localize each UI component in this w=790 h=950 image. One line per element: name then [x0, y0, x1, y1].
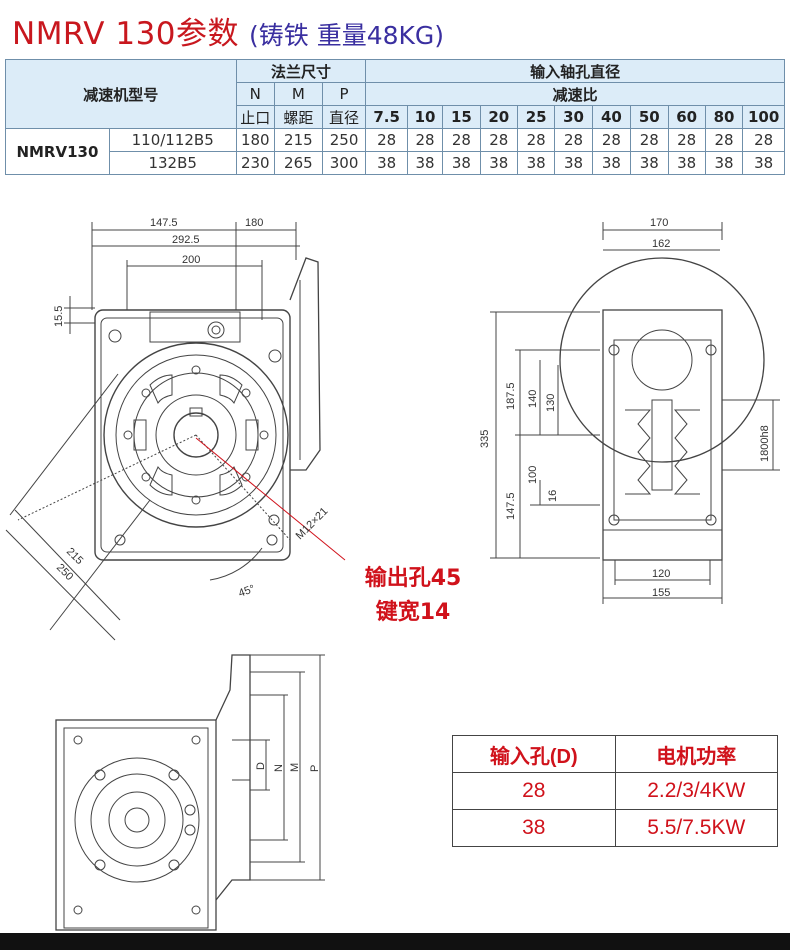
power-table: 输入孔(D) 电机功率 28 2.2/3/4KW 38 5.5/7.5KW [452, 735, 778, 847]
p-sub: 直径 [321, 105, 367, 129]
dim-162: 162 [652, 238, 670, 250]
bore-value: 28 [516, 128, 556, 152]
bore-value: 28 [365, 128, 408, 152]
m-value: 215 [273, 128, 323, 152]
dim-292-5: 292.5 [172, 234, 200, 246]
table-row: 38 5.5/7.5KW [452, 809, 778, 847]
table-row: 132B5 230 265 300 38 38 38 38 38 38 38 3… [6, 151, 785, 175]
title-sub: (铸铁 重量48KG) [249, 21, 445, 50]
n-sub: 止口 [235, 105, 275, 129]
dim-thread: M12×21 [294, 505, 331, 542]
m-label: M [273, 82, 323, 106]
dim-shaft: 1800h8 [759, 425, 771, 462]
page-title: NMRV 130参数 (铸铁 重量48KG) [12, 8, 444, 52]
dim-200: 200 [182, 254, 200, 266]
table-row: NMRV130 110/112B5 180 215 250 28 28 28 2… [5, 128, 785, 175]
bore-value: 38 [442, 151, 481, 175]
output-bore-callout: 输出孔45 键宽14 [338, 562, 488, 630]
bore-value: 28 [667, 128, 706, 152]
power-cell: 38 [452, 809, 616, 847]
ratio-cell: 25 [516, 105, 556, 129]
dim-170: 170 [650, 217, 668, 229]
dim-335: 335 [479, 430, 491, 448]
spec-table: 减速机型号 法兰尺寸 输入轴孔直径 N M P 减速比 止口 螺距 直径 7.5… [5, 59, 785, 175]
dim-120: 120 [652, 568, 670, 580]
bore-value: 38 [742, 151, 785, 175]
callout-line-2: 键宽14 [375, 600, 451, 625]
table-row: 28 2.2/3/4KW [452, 772, 778, 810]
bore-value: 38 [554, 151, 593, 175]
ratio-cell: 80 [704, 105, 744, 129]
dim-147-5-side: 147.5 [505, 492, 517, 520]
flange-size: 110/112B5 [108, 128, 237, 152]
ratio-cell: 10 [406, 105, 444, 129]
table-row: 输入孔(D) 电机功率 [452, 735, 778, 773]
front-view [5, 222, 346, 641]
bore-value: 28 [742, 128, 785, 152]
p-value: 300 [321, 151, 367, 175]
input-header: 输入轴孔直径 [365, 59, 785, 83]
power-cell: 5.5/7.5KW [614, 809, 778, 847]
dim-16: 16 [547, 490, 559, 502]
bore-value: 38 [516, 151, 556, 175]
bore-value: 38 [479, 151, 518, 175]
power-header-input: 输入孔(D) [452, 735, 616, 773]
bore-value: 28 [442, 128, 481, 152]
bore-value: 28 [479, 128, 518, 152]
dim-n-label: N [273, 764, 285, 772]
dim-m-label: M [289, 763, 301, 772]
p-value: 250 [321, 128, 367, 152]
m-value: 265 [273, 151, 323, 175]
dim-250: 250 [54, 562, 75, 583]
dim-180: 180 [245, 217, 263, 229]
ratio-cell: 20 [479, 105, 518, 129]
ratio-cell: 15 [442, 105, 481, 129]
ratio-header: 减速比 [365, 82, 785, 106]
dim-100: 100 [527, 466, 539, 484]
side-view [490, 222, 780, 604]
bore-value: 28 [406, 128, 444, 152]
dim-p-label: P [309, 765, 321, 772]
model-name: NMRV130 [5, 128, 110, 175]
ratio-cell: 100 [742, 105, 785, 129]
dim-140: 140 [527, 390, 539, 408]
dim-15-5: 15.5 [53, 306, 65, 327]
bore-value: 28 [630, 128, 669, 152]
bottom-bar [0, 933, 790, 950]
n-label: N [235, 82, 275, 106]
flange-view [55, 654, 325, 931]
ratio-cell: 50 [630, 105, 669, 129]
bore-value: 38 [591, 151, 632, 175]
ratio-cell: 60 [667, 105, 706, 129]
ratio-cell: 30 [554, 105, 593, 129]
power-header-motor: 电机功率 [614, 735, 778, 773]
bore-value: 38 [630, 151, 669, 175]
ratio-cell: 40 [591, 105, 632, 129]
n-value: 180 [235, 128, 275, 152]
power-cell: 28 [452, 772, 616, 810]
dim-155: 155 [652, 587, 670, 599]
power-cell: 2.2/3/4KW [614, 772, 778, 810]
dim-130: 130 [545, 394, 557, 412]
flange-size: 132B5 [108, 151, 237, 175]
callout-line-1: 输出孔45 [364, 566, 462, 591]
dim-angle: 45° [237, 583, 257, 600]
dim-147-5: 147.5 [150, 217, 178, 229]
bore-value: 38 [406, 151, 444, 175]
n-value: 230 [235, 151, 275, 175]
m-sub: 螺距 [273, 105, 323, 129]
model-header: 减速机型号 [5, 59, 237, 129]
dim-187-5: 187.5 [505, 382, 517, 410]
bore-value: 38 [704, 151, 744, 175]
dim-d-label: D [255, 762, 267, 770]
title-main: NMRV 130参数 [12, 16, 240, 52]
